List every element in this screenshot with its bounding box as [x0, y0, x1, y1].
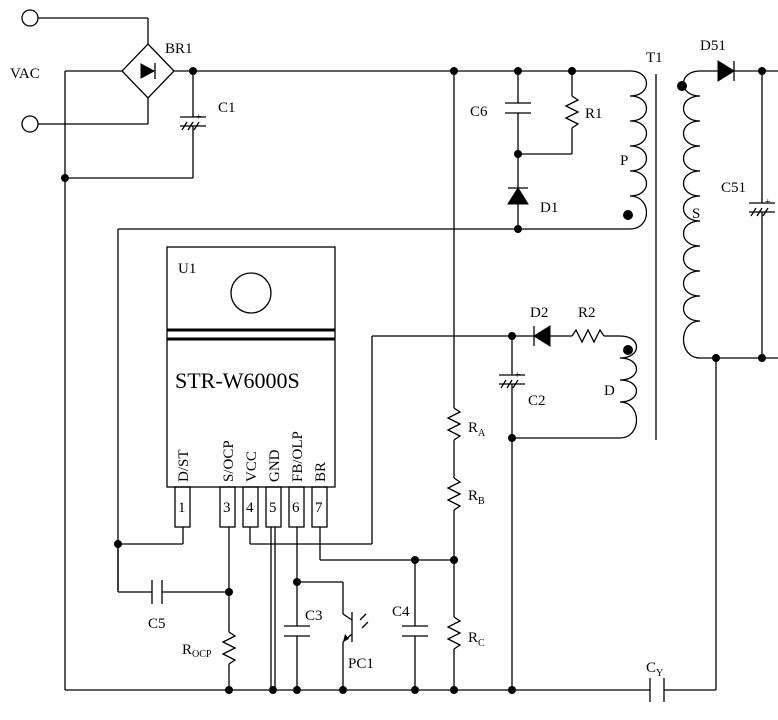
- resistor-rocp: [221, 527, 237, 690]
- br-line: [319, 527, 454, 690]
- label-vac: VAC: [10, 66, 40, 82]
- label-d-winding: D: [604, 383, 615, 399]
- label-c3: C3: [305, 608, 323, 624]
- label-c1: C1: [218, 100, 236, 116]
- label-c4: C4: [392, 604, 410, 620]
- label-pc1: PC1: [348, 656, 374, 672]
- pin-name-6: FB/OLP: [290, 431, 306, 482]
- capacitor-c1: [65, 71, 206, 179]
- junction-dots: [61, 67, 766, 694]
- label-s: S: [692, 206, 700, 222]
- capacitor-cy: [649, 678, 665, 702]
- label-ra: RA: [468, 420, 486, 439]
- label-part-number: STR-W6000S: [175, 368, 300, 393]
- label-rocp: ROCP: [182, 642, 212, 660]
- ac-input: [21, 9, 149, 133]
- pin-name-5: GND: [267, 449, 283, 482]
- label-c6: C6: [470, 104, 488, 120]
- transformer-t1: [619, 70, 701, 440]
- snubber: [505, 71, 580, 229]
- capacitor-c5: [117, 544, 229, 604]
- label-br1: BR1: [165, 41, 193, 57]
- pin-name-7: BR: [313, 462, 329, 482]
- label-u1: U1: [178, 261, 196, 277]
- pin-number-1: 1: [178, 500, 186, 516]
- label-rc: RC: [468, 630, 485, 649]
- label-rb: RB: [468, 488, 485, 507]
- label-r2: R2: [578, 305, 596, 321]
- pin-number-7: 7: [315, 500, 323, 516]
- pin-number-6: 6: [292, 500, 300, 516]
- label-c51-plus: +: [765, 197, 771, 208]
- label-p: P: [620, 153, 628, 169]
- label-d51: D51: [700, 38, 726, 54]
- label-c1-plus: +: [196, 112, 202, 123]
- ic-u1: [166, 246, 336, 528]
- pin-number-5: 5: [269, 500, 277, 516]
- bridge-rectifier: [65, 43, 630, 99]
- pin-name-4: VCC: [244, 451, 260, 482]
- label-c2-plus: +: [515, 370, 521, 381]
- pin-number-3: 3: [223, 500, 231, 516]
- aux-supply: [249, 325, 620, 690]
- secondary: [664, 60, 778, 691]
- label-c2: C2: [528, 393, 546, 409]
- label-c51: C51: [721, 180, 746, 196]
- label-d2: D2: [530, 305, 548, 321]
- pin-name-3: S/OCP: [221, 440, 237, 482]
- pin-name-1: D/ST: [176, 449, 192, 482]
- pin-number-4: 4: [246, 500, 254, 516]
- feedback: [284, 527, 369, 690]
- label-c5: C5: [148, 616, 166, 632]
- divider-ra-rb-rc: [446, 71, 462, 690]
- label-d1: D1: [540, 200, 558, 216]
- label-r1: R1: [585, 106, 603, 122]
- label-cy: CY: [646, 660, 663, 679]
- label-t1: T1: [646, 50, 663, 66]
